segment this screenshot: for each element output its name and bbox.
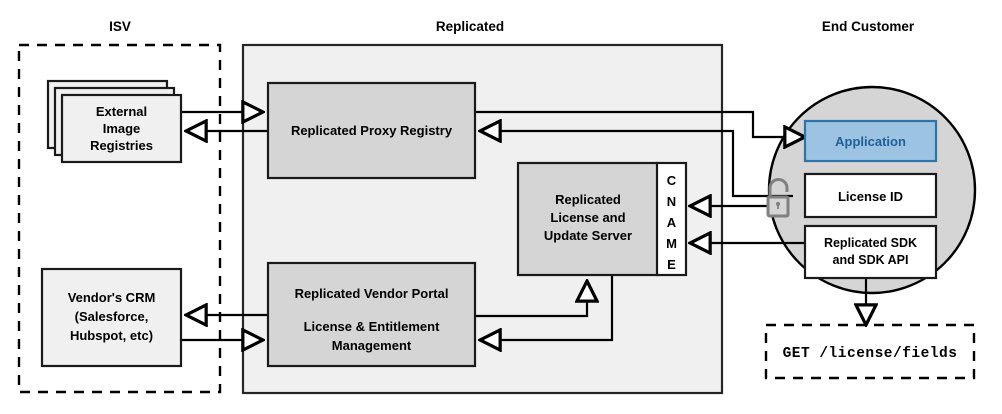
license-update-server-line-3: Update Server <box>544 228 632 243</box>
api-call-box <box>764 323 976 380</box>
vendors-crm-line-3: Hubspot, etc) <box>70 328 153 343</box>
zone-title-replicated: Replicated <box>436 19 504 34</box>
vendor-portal-line-3: Management <box>332 338 412 353</box>
vendors-crm-line-1: Vendor's CRM <box>68 290 156 305</box>
zone-isv <box>17 43 222 394</box>
license-id-box[interactable] <box>803 172 938 219</box>
replicated-license-update-server[interactable] <box>516 161 660 277</box>
external-image-registries[interactable] <box>60 93 183 164</box>
license-update-server-line-1: Replicated <box>555 192 621 207</box>
cname-letter-a: A <box>667 215 677 230</box>
vendor-portal-line-2: License & Entitlement <box>304 319 440 334</box>
cname-strip[interactable] <box>655 161 688 277</box>
cname-letter-m: M <box>666 236 677 251</box>
cname-letter-c: C <box>667 173 677 188</box>
replicated-sdk-line-2: and SDK API <box>833 253 909 267</box>
zone-title-end-customer: End Customer <box>822 19 915 34</box>
cname-letter-n: N <box>667 194 676 209</box>
unlocked-padlock-icon <box>766 178 790 218</box>
license-id-label: License ID <box>838 189 903 204</box>
replicated-sdk-line-1: Replicated SDK <box>824 236 917 250</box>
replicated-sdk-box[interactable] <box>803 224 938 280</box>
vendor-portal-line-1: Replicated Vendor Portal <box>295 286 449 301</box>
api-call-label: GET /license/fields <box>783 346 958 362</box>
zone-title-isv: ISV <box>109 19 131 34</box>
replicated-proxy-registry[interactable] <box>266 81 477 180</box>
vendors-crm-line-2: (Salesforce, <box>75 309 149 324</box>
application-box[interactable] <box>803 119 938 163</box>
connector-proxy-to-application <box>475 110 805 137</box>
external-image-registries-line-3: Registries <box>90 138 153 153</box>
connector-application-to-proxy <box>480 131 793 198</box>
connector-portal-to-license-server <box>475 281 587 318</box>
external-image-registries-line-1: External <box>96 104 147 119</box>
cname-letter-e: E <box>667 257 676 272</box>
replicated-vendor-portal[interactable] <box>266 261 477 368</box>
license-update-server-line-2: License and <box>550 210 625 225</box>
replicated-proxy-registry-label: Replicated Proxy Registry <box>291 123 453 138</box>
external-image-registries-line-2: Image <box>103 121 141 136</box>
connector-license-server-to-portal <box>480 276 614 340</box>
application-label: Application <box>835 134 906 149</box>
vendors-crm[interactable] <box>40 267 183 368</box>
